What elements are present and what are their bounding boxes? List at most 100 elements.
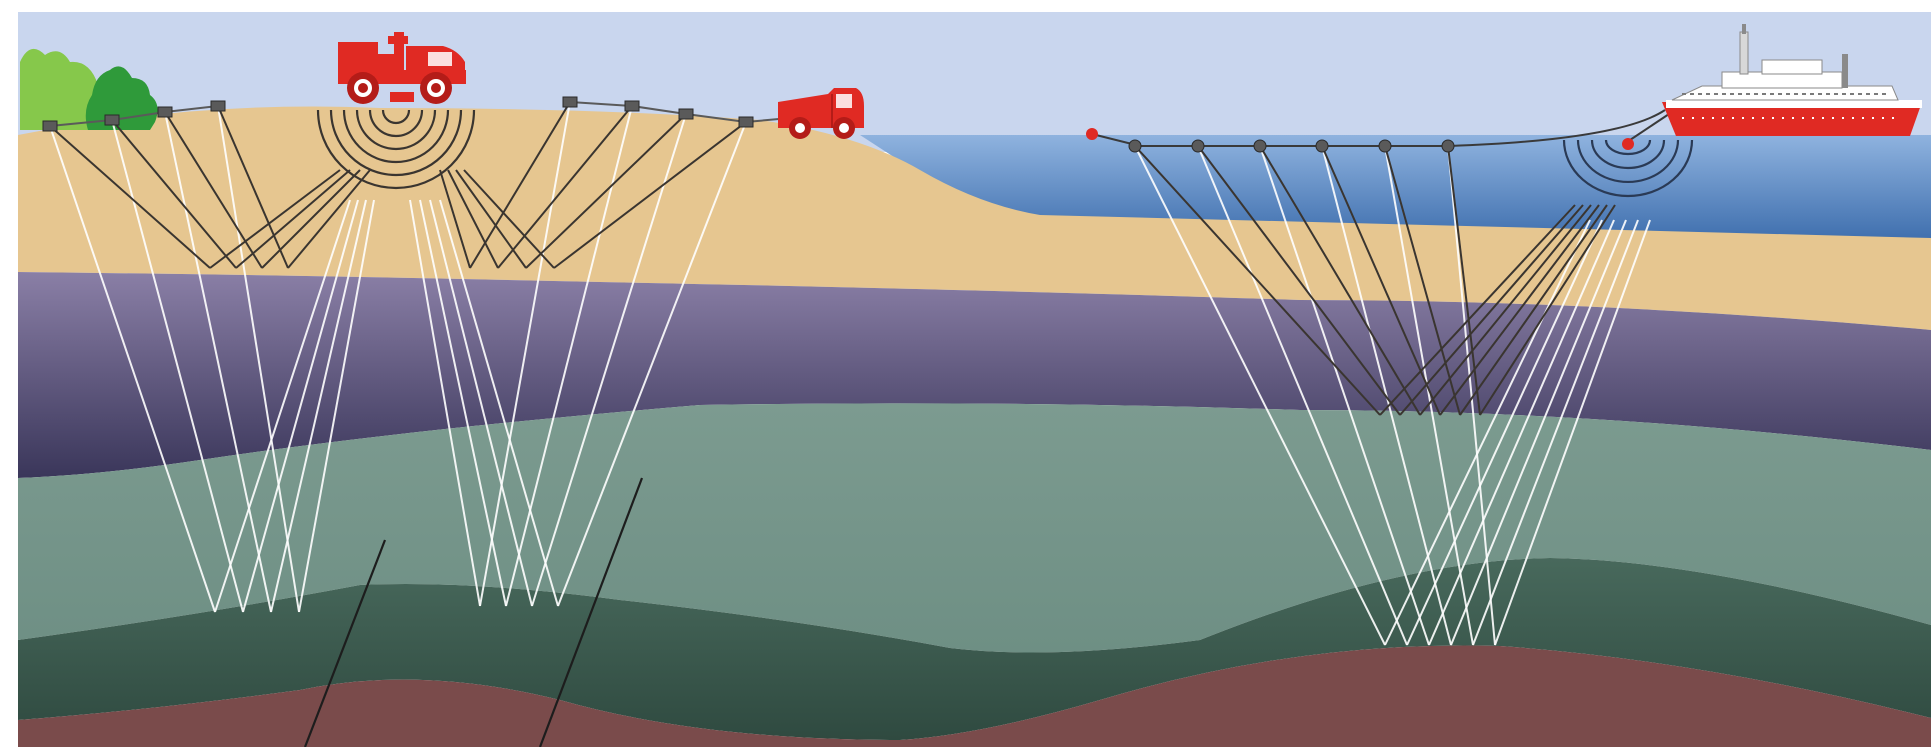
reflected-ray <box>419 199 507 607</box>
shallow-ray <box>1134 145 1381 416</box>
shallow-rays <box>49 101 1616 416</box>
reflected-ray <box>1472 219 1639 646</box>
wavefront-ring <box>316 109 476 190</box>
reflected-ray <box>479 101 571 607</box>
geophone-icon <box>210 100 226 112</box>
shallow-ray <box>235 169 351 269</box>
rock-layer <box>18 645 1931 747</box>
reflected-ray <box>214 199 351 613</box>
airgun-source-icon <box>1622 138 1634 150</box>
fault-line <box>303 539 387 747</box>
reflected-ray <box>164 111 272 613</box>
reflected-rays <box>49 101 1651 646</box>
wavefront-ring <box>355 109 437 151</box>
fault-line <box>538 477 644 747</box>
shallow-ray <box>1399 204 1584 416</box>
tree-icon <box>20 48 158 131</box>
shallow-ray <box>1439 204 1600 416</box>
reflected-ray <box>49 125 216 613</box>
sand-layer <box>18 106 1931 330</box>
wavefront-ring <box>329 109 463 177</box>
shallow-ray <box>49 125 211 269</box>
reflected-ray <box>439 199 559 607</box>
shallow-ray <box>1321 145 1441 416</box>
geophone-icon <box>624 100 640 112</box>
shallow-ray <box>455 169 527 269</box>
geophone-icon <box>678 108 694 120</box>
source-tow-line <box>1629 111 1673 141</box>
reflected-ray <box>1494 219 1651 646</box>
shallow-ray <box>1447 145 1481 416</box>
shallow-ray <box>469 101 571 269</box>
survey-ship-icon <box>1662 24 1922 136</box>
wavefront-ring <box>1590 139 1666 170</box>
recording-truck-icon <box>778 88 864 139</box>
hydrophone-icon <box>1441 139 1455 153</box>
wavefront-ring <box>1562 139 1694 198</box>
shallow-ray <box>1259 145 1421 416</box>
wavefront-ring <box>368 109 424 138</box>
geophone-icon <box>42 120 58 132</box>
wavefront-ring <box>1604 139 1652 156</box>
shallow-ray <box>287 169 371 269</box>
geophone-icon <box>562 96 578 108</box>
reflected-ray <box>409 199 481 607</box>
land-wavefront-rings <box>316 109 476 190</box>
wavefront-ring <box>1576 139 1680 184</box>
reflected-ray <box>298 199 375 613</box>
reflected-ray <box>1384 219 1591 646</box>
geophone-icon <box>738 116 754 128</box>
wavefront-ring <box>381 109 411 125</box>
shallow-ray <box>209 169 341 269</box>
shallow-ray <box>1419 204 1592 416</box>
reflected-ray <box>1384 145 1474 646</box>
shallow-ray <box>1479 204 1616 416</box>
hydrophone-icon <box>1128 139 1142 153</box>
marine-hydrophones <box>1128 139 1455 153</box>
shallow-ray <box>525 113 687 269</box>
reflected-ray <box>1259 145 1430 646</box>
shallow-ray <box>497 105 633 269</box>
sea <box>860 135 1931 240</box>
shallow-ray <box>439 169 471 269</box>
shallow-ray <box>553 121 747 269</box>
shallow-ray <box>111 119 237 269</box>
reflected-ray <box>242 199 359 613</box>
streamer-tail-buoy-icon <box>1086 128 1098 140</box>
fault-lines <box>303 477 644 747</box>
reflected-ray <box>111 119 244 613</box>
reflected-ray <box>1447 145 1496 646</box>
reflected-ray <box>1450 219 1627 646</box>
wavefront-ring <box>342 109 450 164</box>
hydrophone-icon <box>1315 139 1329 153</box>
shallow-ray <box>1379 204 1576 416</box>
shallow-ray <box>1459 204 1608 416</box>
shallow-ray <box>164 111 263 269</box>
reflected-ray <box>557 121 747 607</box>
reflected-ray <box>429 199 533 607</box>
reflected-ray <box>1134 145 1386 646</box>
shallow-ray <box>217 105 289 269</box>
reflected-ray <box>531 113 687 607</box>
vibroseis-truck-icon <box>338 32 466 104</box>
dark-green-layer <box>18 558 1931 740</box>
marine-wavefront-rings <box>1562 139 1694 198</box>
geophone-icon <box>104 114 120 126</box>
reflected-ray <box>1406 219 1603 646</box>
reflected-ray <box>1197 145 1408 646</box>
shallow-ray <box>447 169 499 269</box>
shallow-ray <box>261 169 361 269</box>
shallow-ray <box>1384 145 1461 416</box>
hydrophone-icon <box>1378 139 1392 153</box>
shallow-ray <box>463 169 555 269</box>
land-geophones <box>42 96 754 132</box>
hydrophone-icon <box>1253 139 1267 153</box>
shallow-ray <box>1197 145 1401 416</box>
reflected-ray <box>217 105 300 613</box>
hydrophone-icon <box>1191 139 1205 153</box>
reflected-ray <box>505 105 633 607</box>
reflected-ray <box>270 199 367 613</box>
geophone-icon <box>157 106 173 118</box>
